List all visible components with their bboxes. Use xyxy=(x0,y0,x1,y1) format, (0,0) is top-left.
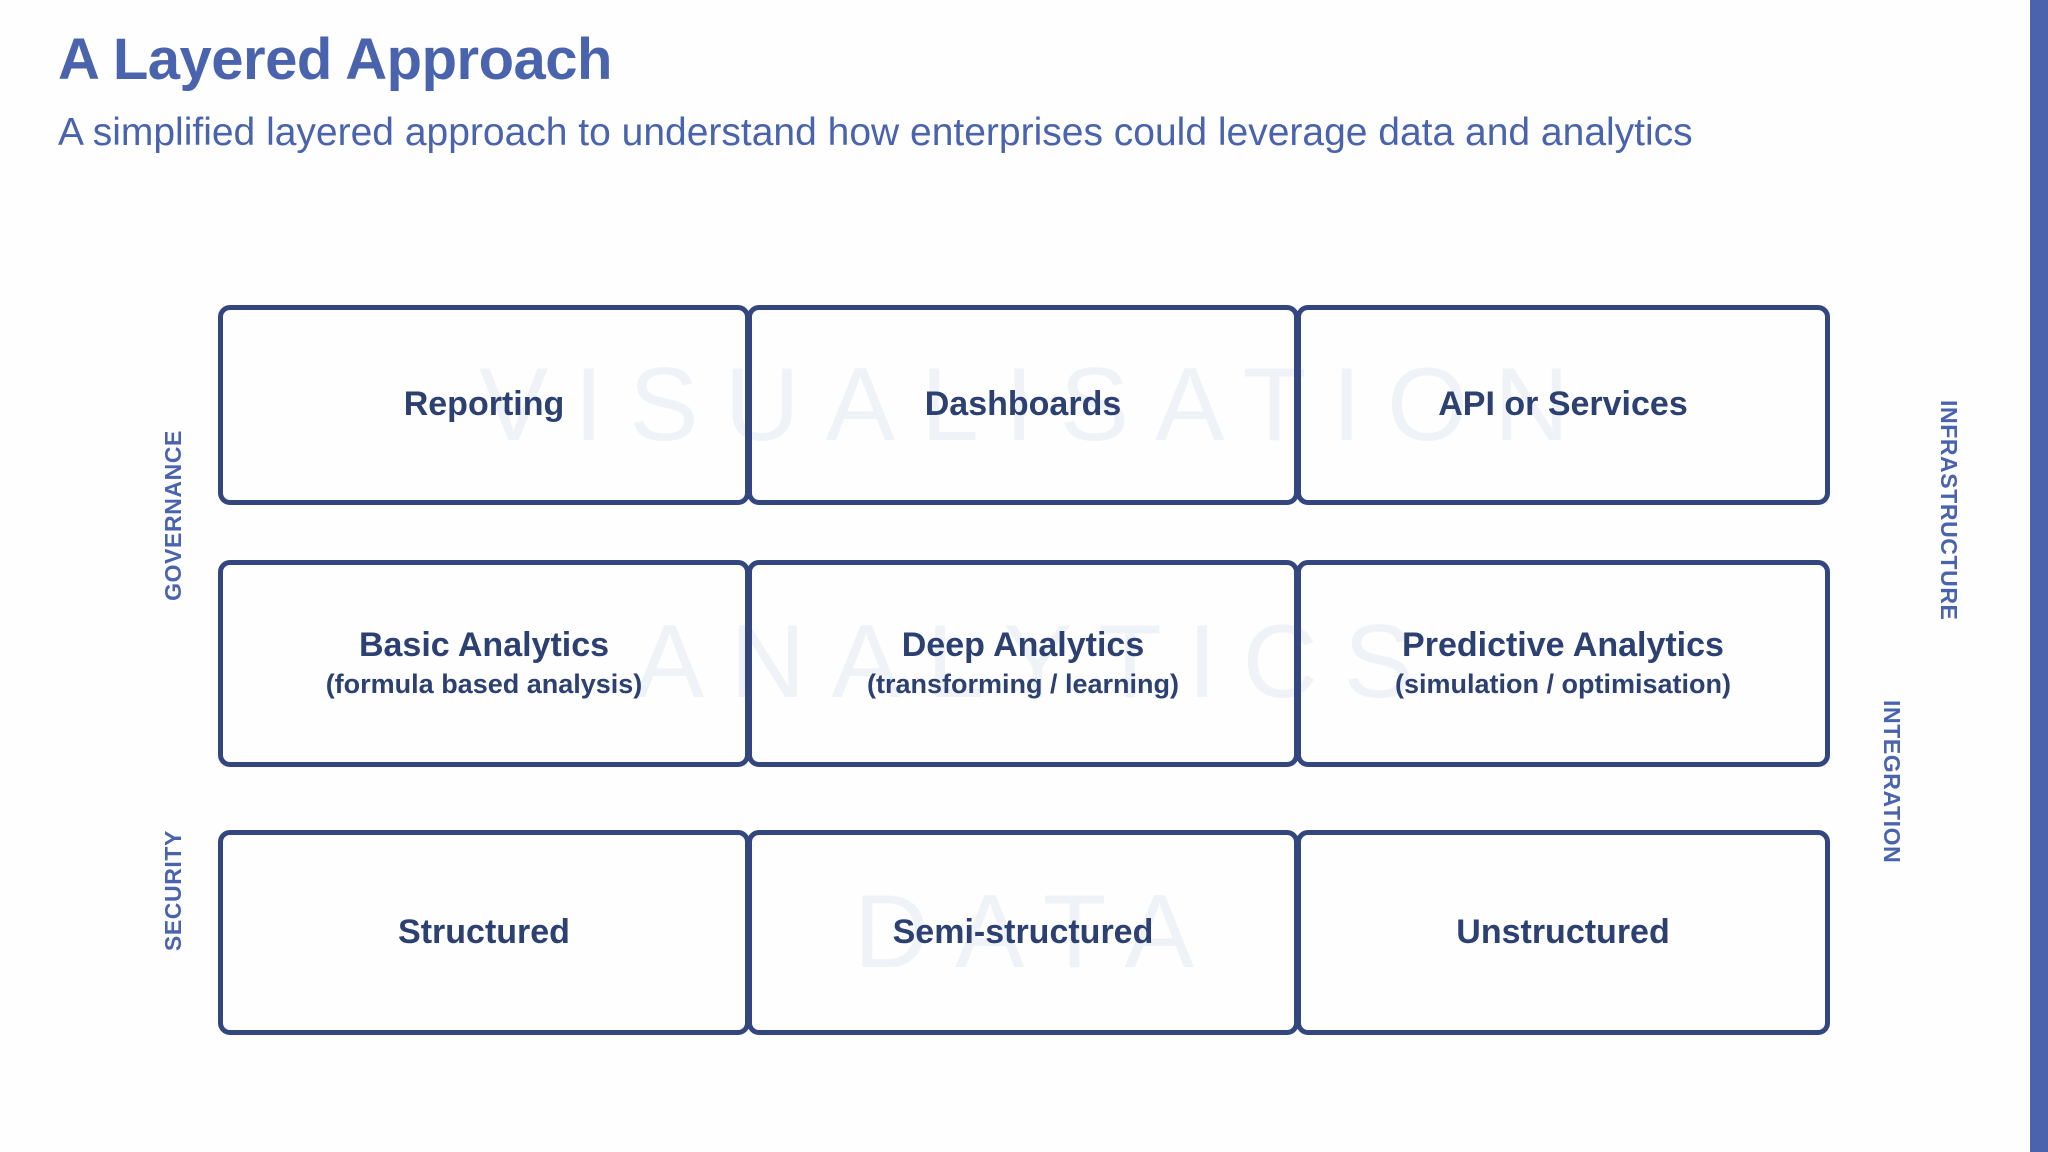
cell-title: Predictive Analytics xyxy=(1402,626,1724,665)
layer-row-visualisation: Reporting Dashboards API or Services xyxy=(218,305,1830,505)
cell-subtitle: (simulation / optimisation) xyxy=(1395,668,1731,699)
slide-header: A Layered Approach A simplified layered … xyxy=(58,27,1958,156)
cell-title: Deep Analytics xyxy=(901,626,1145,665)
right-accent-stripe xyxy=(2030,0,2048,1152)
page-subtitle: A simplified layered approach to underst… xyxy=(58,110,1693,154)
cell-title: Structured xyxy=(398,912,570,951)
layered-matrix: VISUALISATION ANALYTICS DATA Reporting D… xyxy=(218,305,1830,1035)
cell-dashboards[interactable]: Dashboards xyxy=(747,305,1299,505)
side-label-security: SECURITY xyxy=(160,830,186,952)
layer-row-analytics: Basic Analytics (formula based analysis)… xyxy=(218,560,1830,767)
cell-title: Semi-structured xyxy=(892,912,1154,951)
layer-row-data: Structured Semi-structured Unstructured xyxy=(218,830,1830,1035)
cell-semi-structured[interactable]: Semi-structured xyxy=(747,830,1299,1035)
cell-title: Dashboards xyxy=(924,385,1122,424)
page-title: A Layered Approach xyxy=(58,27,612,92)
cell-title: Unstructured xyxy=(1456,912,1670,951)
cell-structured[interactable]: Structured xyxy=(218,830,750,1035)
cell-subtitle: (formula based analysis) xyxy=(325,668,643,699)
cell-title: Reporting xyxy=(403,385,565,424)
side-label-governance: GOVERNANCE xyxy=(160,430,186,601)
cell-reporting[interactable]: Reporting xyxy=(218,305,750,505)
cell-predictive-analytics[interactable]: Predictive Analytics (simulation / optim… xyxy=(1296,560,1830,767)
cell-basic-analytics[interactable]: Basic Analytics (formula based analysis) xyxy=(218,560,750,767)
cell-title: API or Services xyxy=(1438,385,1688,424)
side-label-integration: INTEGRATION xyxy=(1879,700,1905,864)
cell-subtitle: (transforming / learning) xyxy=(866,668,1180,699)
cell-api-or-services[interactable]: API or Services xyxy=(1296,305,1830,505)
cell-deep-analytics[interactable]: Deep Analytics (transforming / learning) xyxy=(747,560,1299,767)
cell-unstructured[interactable]: Unstructured xyxy=(1296,830,1830,1035)
cell-title: Basic Analytics xyxy=(358,626,610,665)
side-label-infrastructure: INFRASTRUCTURE xyxy=(1936,400,1962,621)
